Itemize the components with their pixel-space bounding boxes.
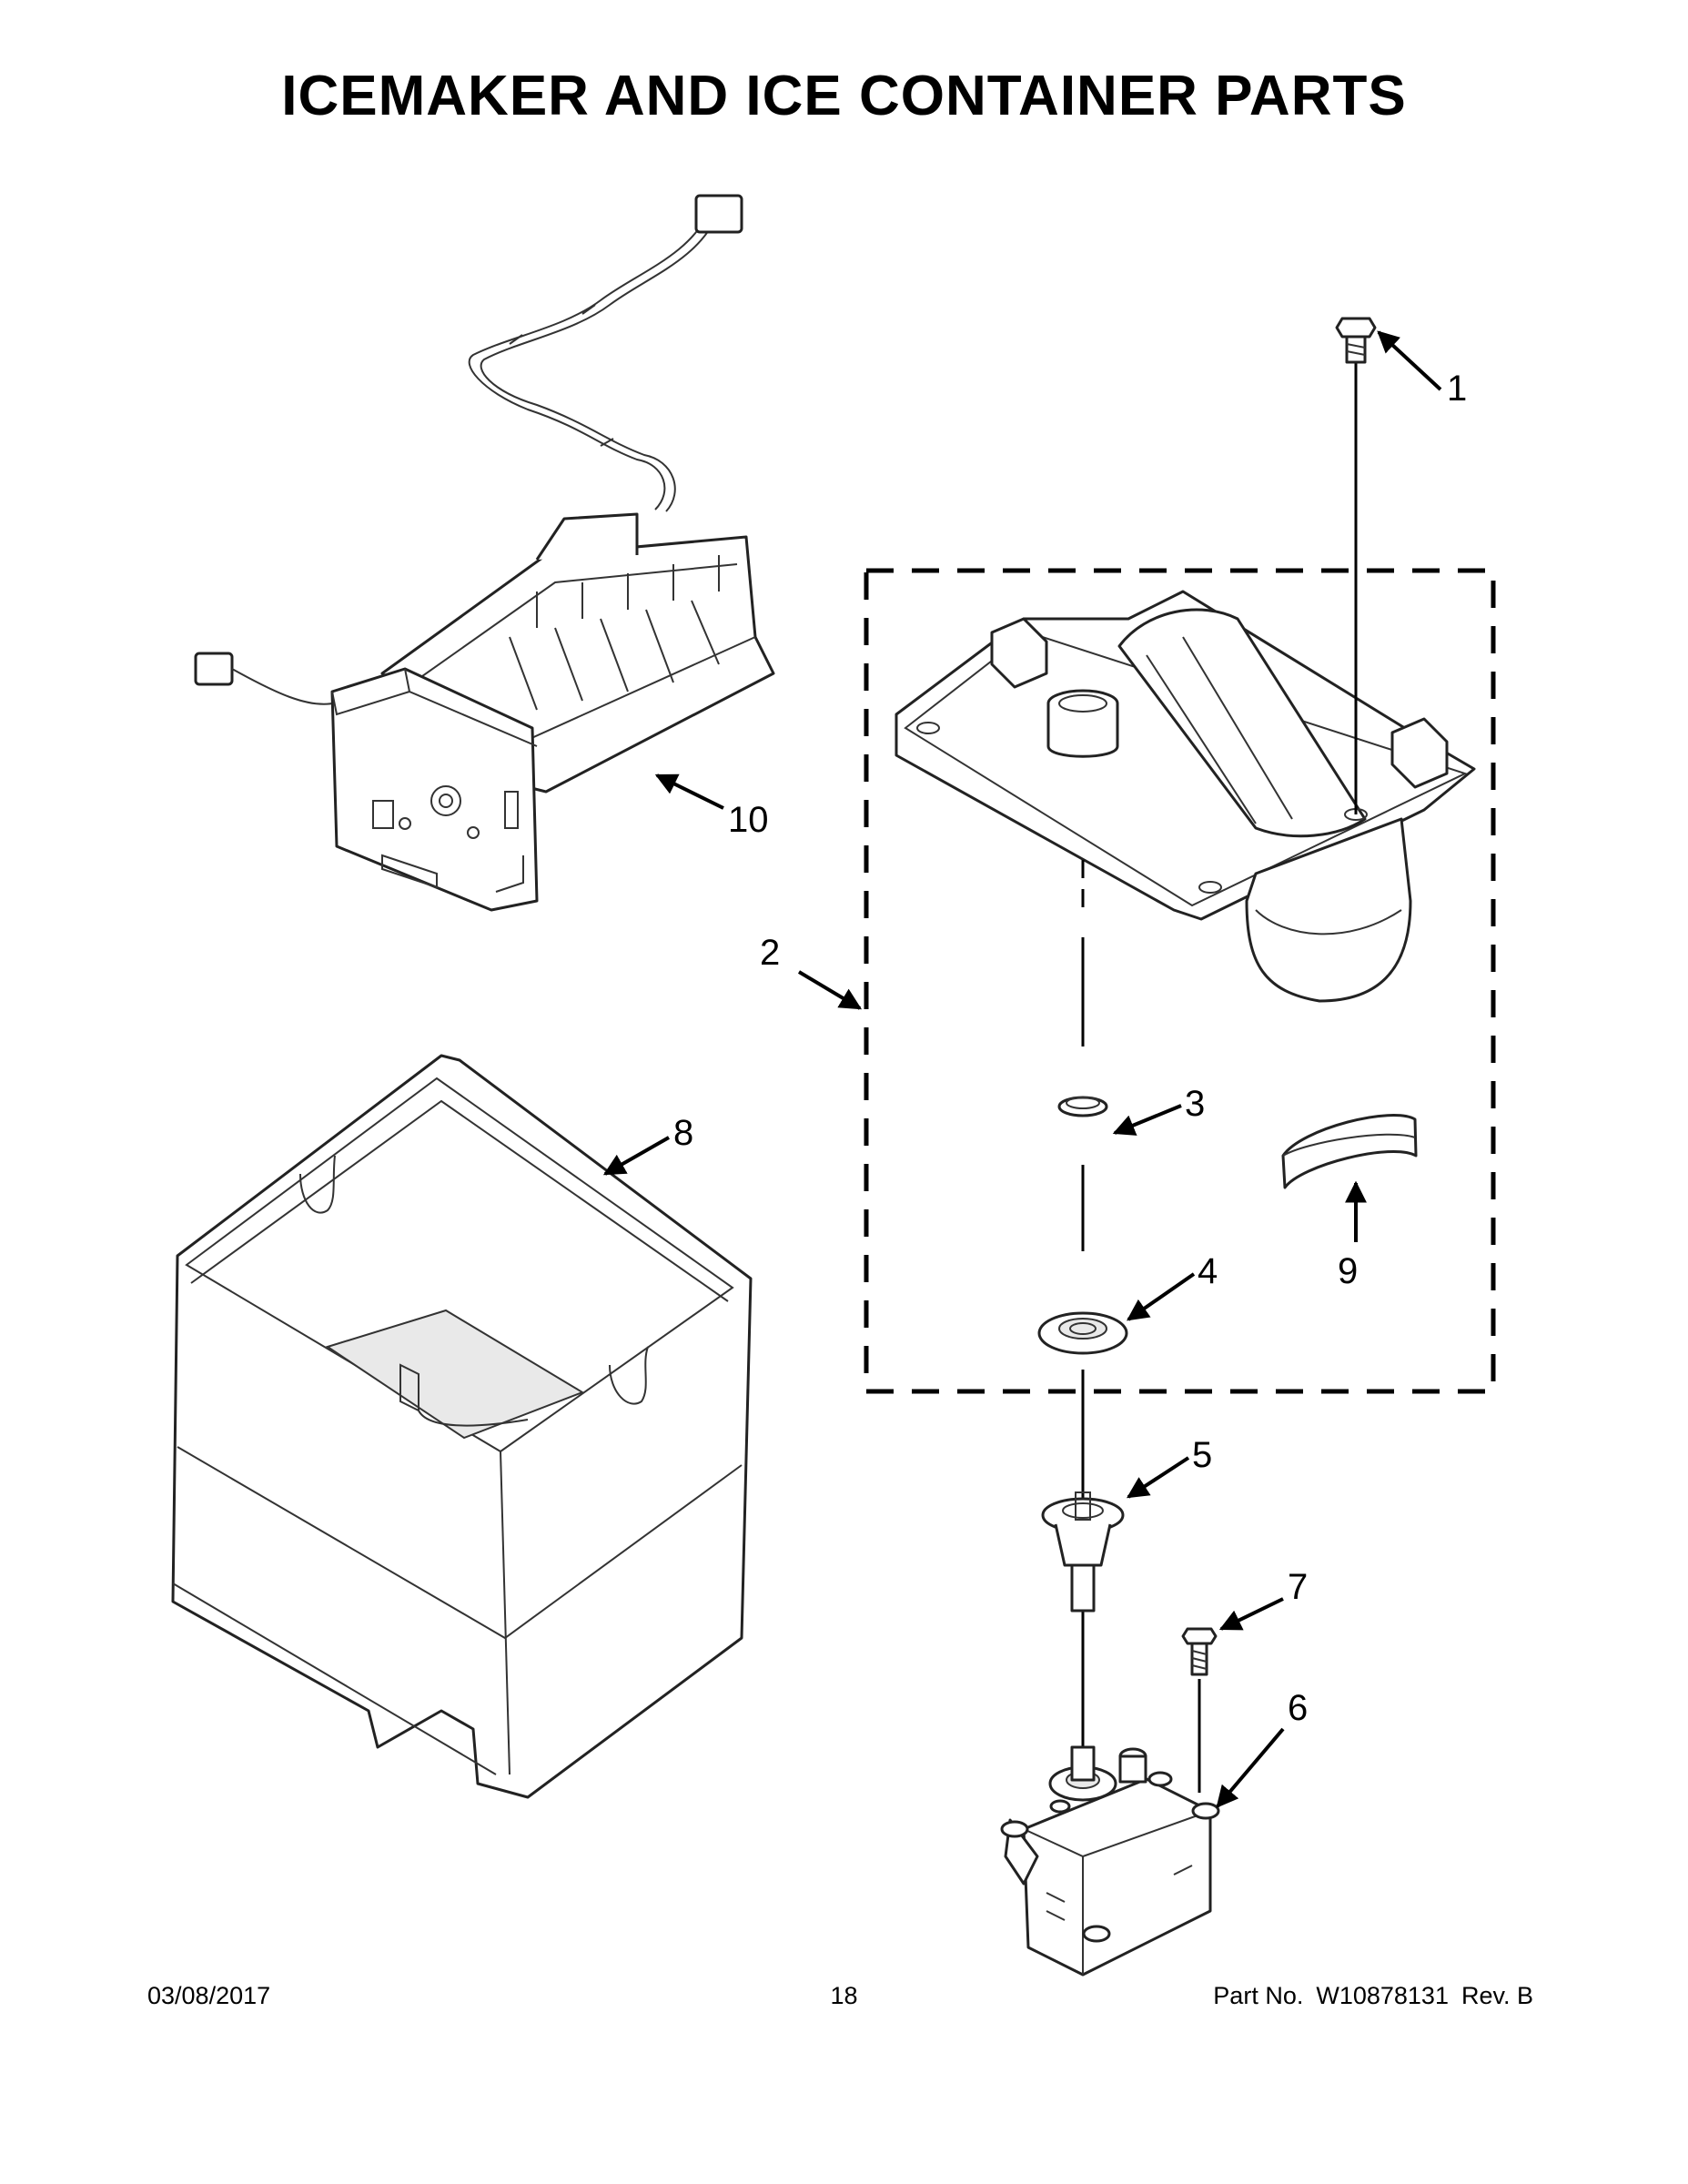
callout-9: 9 — [1338, 1251, 1358, 1291]
auger-housing[interactable] — [895, 590, 1476, 1003]
footer-part-label: Part No. — [1213, 1982, 1304, 2009]
screw-1[interactable] — [1335, 317, 1377, 364]
footer-date: 03/08/2017 — [147, 1982, 271, 2009]
callout-3: 3 — [1185, 1084, 1205, 1124]
callout-10: 10 — [728, 800, 769, 840]
screw-7[interactable] — [1181, 1627, 1218, 1676]
ice-container-8[interactable] — [171, 1054, 753, 1799]
footer-page-number: 18 — [830, 1982, 858, 2009]
footer-revision: Rev. B — [1461, 1982, 1533, 2009]
band-9[interactable] — [1281, 1114, 1418, 1189]
page-title: ICEMAKER AND ICE CONTAINER PARTS — [281, 65, 1407, 127]
callout-7: 7 — [1288, 1567, 1308, 1607]
callout-2: 2 — [760, 933, 780, 973]
footer-part-number: W10878131 — [1316, 1982, 1449, 2009]
callout-1: 1 — [1447, 369, 1467, 409]
callout-4: 4 — [1198, 1251, 1218, 1291]
auger-motor-6[interactable] — [1000, 1745, 1220, 1977]
callout-6: 6 — [1288, 1688, 1308, 1728]
icemaker-assembly[interactable] — [194, 194, 775, 912]
bearing-4[interactable] — [1037, 1311, 1128, 1355]
callout-8: 8 — [673, 1113, 693, 1153]
coupler-5[interactable] — [1041, 1491, 1125, 1613]
footer-part-info: Part No. W10878131 Rev. B — [1200, 1982, 1533, 2010]
washer-3[interactable] — [1057, 1096, 1108, 1117]
callout-5: 5 — [1192, 1435, 1212, 1475]
